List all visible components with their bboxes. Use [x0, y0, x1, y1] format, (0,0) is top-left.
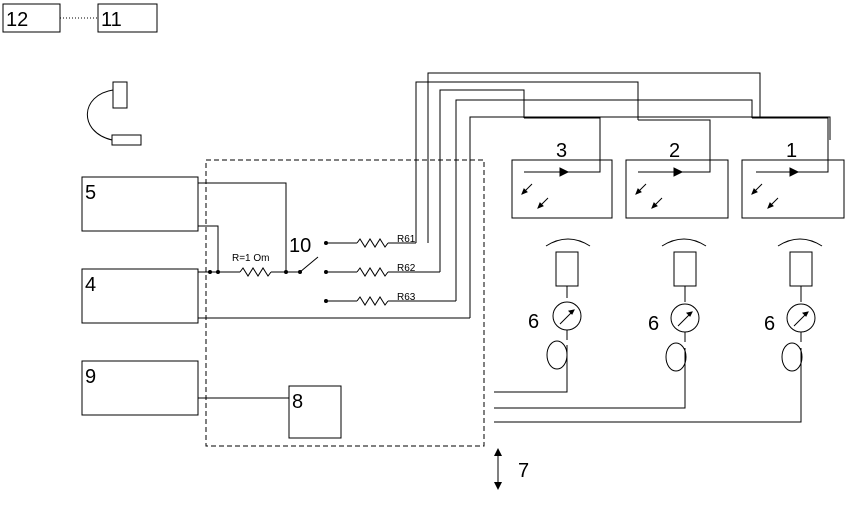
- block-9: 9: [81, 360, 199, 416]
- optical-chain-2: [494, 238, 707, 409]
- block-9-label: 9: [85, 366, 96, 388]
- block-12-label: 12: [6, 9, 28, 31]
- r63-label: R63: [397, 292, 416, 303]
- contact-dot: [324, 299, 328, 303]
- contact-dot: [324, 270, 328, 274]
- junction-dot: [216, 270, 220, 274]
- dashed-enclosure: [205, 159, 485, 447]
- junction-dot: [284, 270, 288, 274]
- switch-label: 10: [289, 235, 311, 257]
- block-4: 4: [81, 268, 199, 324]
- module-1-label: 1: [786, 140, 797, 162]
- block-4-label: 4: [85, 274, 96, 296]
- junction-dot: [298, 270, 302, 274]
- module-3: [511, 117, 613, 219]
- module-2-label: 2: [669, 140, 680, 162]
- block-11: 11: [97, 3, 158, 33]
- contact-dot: [324, 241, 328, 245]
- block-8-label: 8: [292, 391, 303, 413]
- block-5-label: 5: [85, 182, 96, 204]
- led-label-c: 6: [764, 313, 775, 335]
- led-label-b: 6: [648, 313, 659, 335]
- module-3-label: 3: [556, 140, 567, 162]
- block-11-label: 11: [101, 9, 122, 31]
- r62-label: R62: [397, 263, 416, 274]
- optical-chain-1: [494, 238, 823, 423]
- fiber-probe-icon: [86, 81, 142, 146]
- module-1: [741, 117, 845, 219]
- resistor-branches: [326, 72, 831, 318]
- block-5: 5: [81, 176, 199, 232]
- arrow-label: 7: [518, 460, 529, 482]
- led-label-a: 6: [528, 311, 539, 333]
- r61-label: R61: [397, 234, 416, 245]
- junction-dot: [208, 270, 212, 274]
- double-arrow-icon: [494, 448, 502, 490]
- optical-chain-3: [494, 238, 591, 393]
- wiring-left: [198, 182, 470, 319]
- block-8: 8: [288, 385, 342, 439]
- module-2: [625, 119, 729, 219]
- block-12: 12: [2, 3, 61, 33]
- resistor-main-label: R=1 Om: [232, 253, 270, 264]
